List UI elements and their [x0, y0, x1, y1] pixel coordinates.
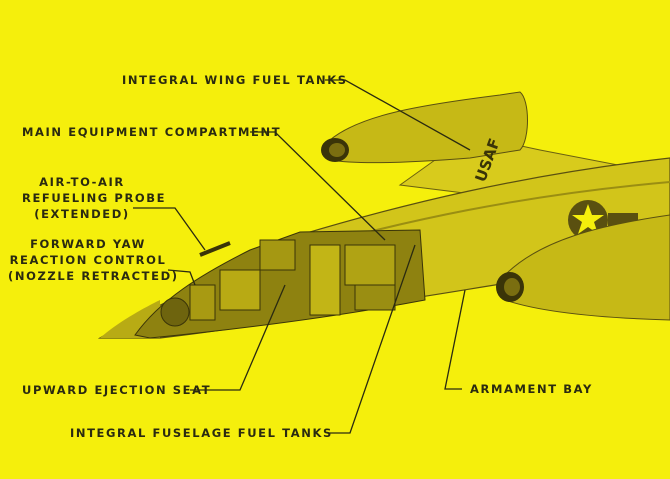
- label-line: (NOZZLE RETRACTED): [8, 269, 179, 283]
- lower-engine-nacelle: [496, 214, 670, 321]
- label-integral-fuselage-fuel-tanks: INTEGRAL FUSELAGE FUEL TANKS: [70, 426, 333, 440]
- label-line: FORWARD YAW: [30, 237, 146, 251]
- label-refueling-probe: AIR-TO-AIR REFUELING PROBE (EXTENDED): [22, 174, 167, 222]
- leader-lines: [133, 79, 471, 434]
- cutaway-interior: [134, 229, 426, 339]
- label-line: (EXTENDED): [34, 207, 130, 221]
- refueling-probe: [199, 241, 231, 257]
- label-line: AIR-TO-AIR: [39, 175, 125, 189]
- label-forward-yaw-reaction-control: FORWARD YAW REACTION CONTROL (NOZZLE RET…: [8, 236, 179, 284]
- label-line: REFUELING PROBE: [22, 191, 167, 205]
- label-line: REACTION CONTROL: [9, 253, 167, 267]
- label-main-equipment-compartment: MAIN EQUIPMENT COMPARTMENT: [22, 125, 282, 139]
- label-upward-ejection-seat: UPWARD EJECTION SEAT: [22, 383, 212, 397]
- label-armament-bay: ARMAMENT BAY: [470, 382, 593, 396]
- label-integral-wing-fuel-tanks: INTEGRAL WING FUEL TANKS: [122, 73, 348, 87]
